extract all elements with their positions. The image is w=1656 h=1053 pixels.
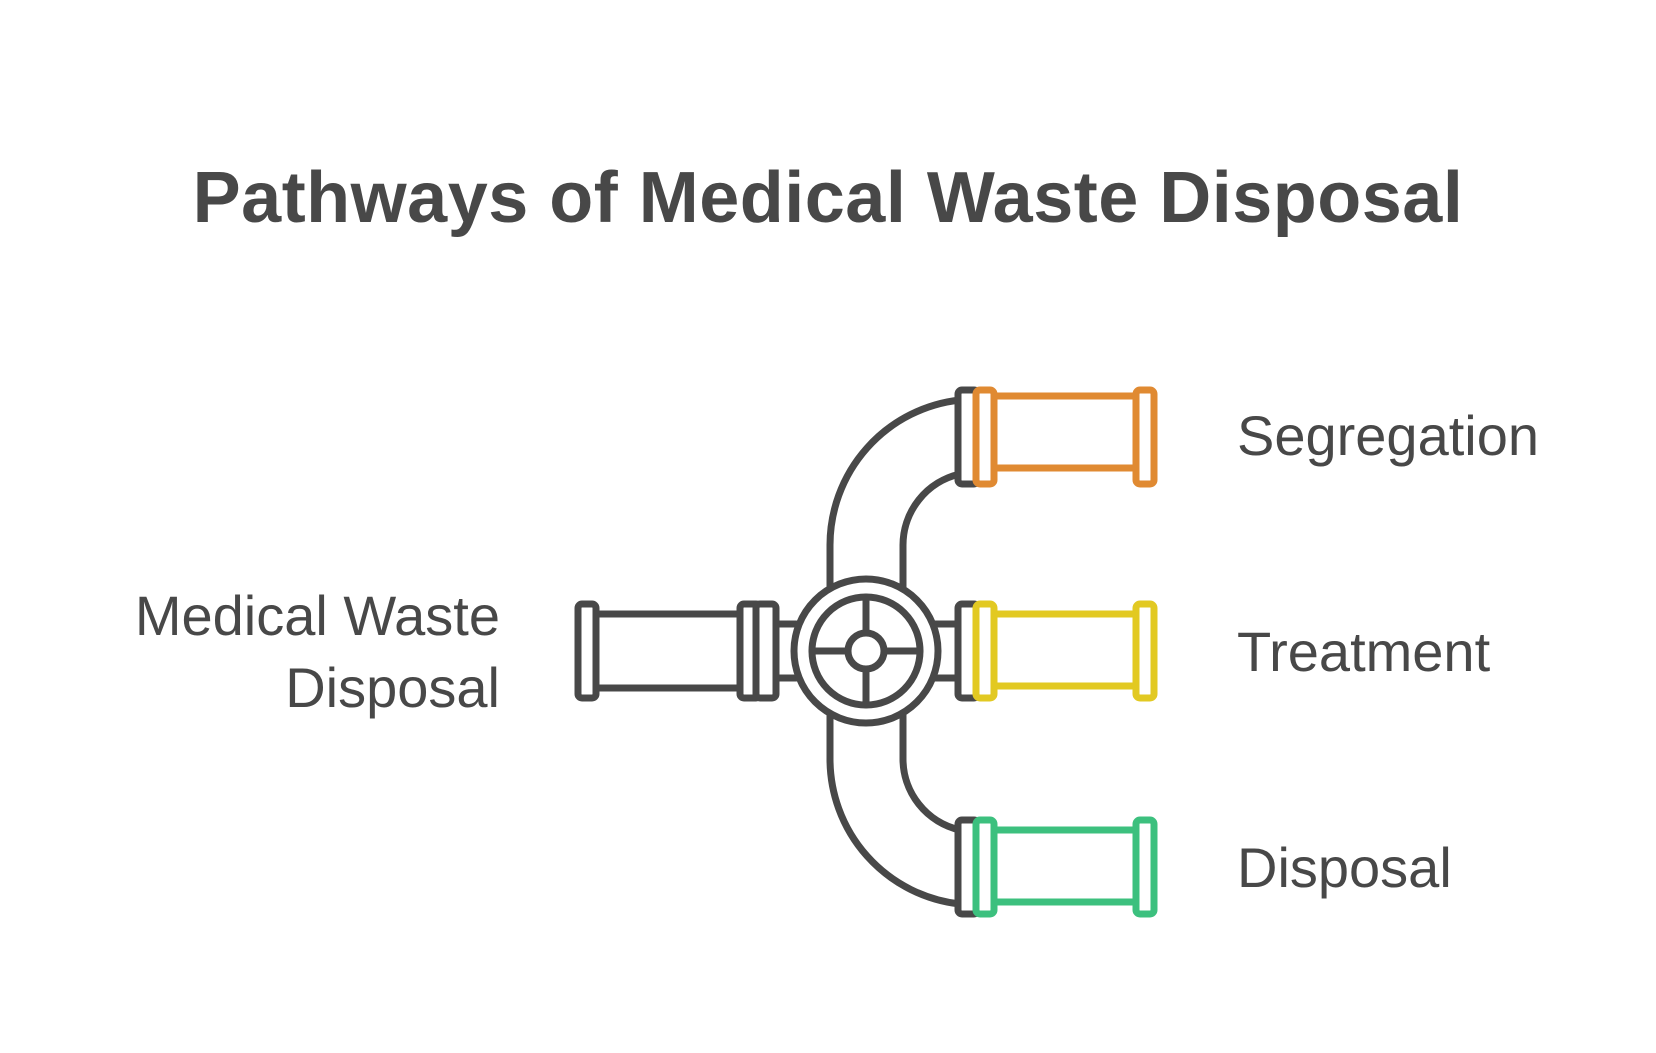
branch-label-disposal: Disposal: [1237, 836, 1452, 899]
treatment-pipe-body: [986, 610, 1140, 690]
treatment-pipe-right-flange: [1132, 600, 1158, 702]
diagram-title: Pathways of Medical Waste Disposal: [192, 158, 1464, 238]
segregation-pipe: [972, 386, 1158, 488]
upper-elbow-outer: [826, 396, 964, 599]
lower-elbow-pipe: [826, 703, 982, 918]
source-label: Medical Waste Disposal: [40, 580, 500, 724]
disposal-pipe-body: [986, 826, 1140, 906]
upper-elbow-pipe: [826, 386, 982, 599]
disposal-pipe-right-flange: [1132, 816, 1158, 918]
valve-junction: [790, 575, 942, 727]
lower-elbow-outer: [826, 703, 964, 908]
disposal-pipe: [972, 816, 1158, 918]
source-label-line-1: Medical Waste: [134, 584, 500, 647]
branch-label-segregation: Segregation: [1237, 404, 1540, 467]
treatment-pipe: [972, 600, 1158, 702]
upper-elbow-inner: [899, 470, 964, 594]
segregation-pipe-left-flange: [972, 386, 998, 488]
disposal-pipe-left-flange: [972, 816, 998, 918]
valve-hub: [844, 629, 888, 673]
treatment-pipe-left-flange: [972, 600, 998, 702]
lower-elbow-inner: [899, 708, 964, 834]
source-pipe-body: [588, 610, 754, 692]
branch-label-treatment: Treatment: [1237, 620, 1491, 683]
source-pipe-left-flange: [574, 600, 600, 702]
source-pipe: [574, 600, 802, 702]
segregation-pipe-right-flange: [1132, 386, 1158, 488]
source-label-line-2: Disposal: [285, 656, 500, 719]
segregation-pipe-body: [986, 392, 1140, 472]
